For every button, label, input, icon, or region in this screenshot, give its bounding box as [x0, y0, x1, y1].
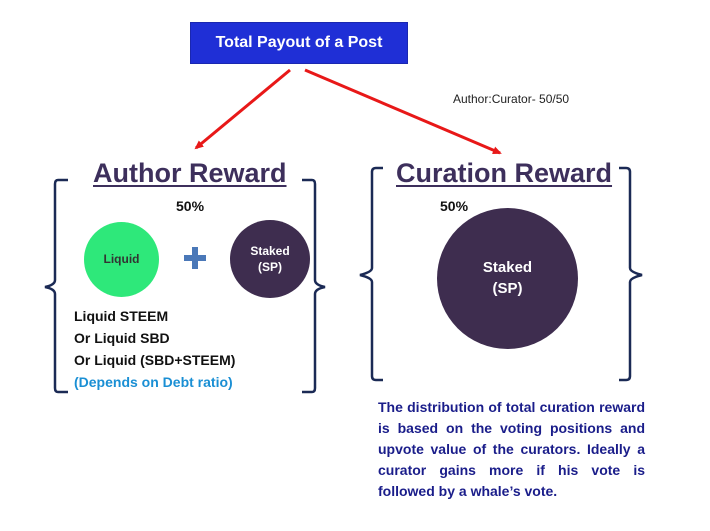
debt-ratio-note: (Depends on Debt ratio) [74, 374, 233, 390]
liquid-label: Liquid [103, 252, 140, 267]
arrow-to-author-reward [194, 68, 291, 150]
author-staked-label: Staked [250, 243, 290, 258]
option-liquid-sbd-steem: Or Liquid (SBD+STEEM) [74, 352, 236, 368]
curation-staked-sp-label: (SP) [492, 279, 523, 297]
curation-staked-circle: Staked (SP) [437, 208, 578, 349]
author-staked-sp-label: (SP) [257, 260, 282, 274]
curation-percent: 50% [440, 198, 469, 214]
liquid-circle: Liquid [84, 222, 159, 297]
curation-reward-heading: Curation Reward [396, 158, 613, 188]
plus-icon [184, 247, 206, 269]
author-reward-heading: Author Reward [93, 158, 287, 188]
option-liquid-sbd: Or Liquid SBD [74, 330, 170, 346]
author-right-bracket [302, 178, 326, 394]
option-liquid-steem: Liquid STEEM [74, 308, 169, 324]
curation-left-bracket [359, 166, 383, 382]
author-curator-ratio: Author:Curator- 50/50 [453, 92, 570, 106]
curation-description: The distribution of total curation rewar… [378, 399, 645, 499]
curation-right-bracket [619, 166, 643, 382]
author-left-bracket [44, 178, 68, 394]
author-staked-circle: Staked (SP) [230, 220, 310, 298]
author-percent: 50% [176, 198, 205, 214]
total-payout-label: Total Payout of a Post [215, 34, 383, 51]
curation-staked-label: Staked [482, 259, 533, 277]
total-payout-box: Total Payout of a Post [190, 22, 408, 64]
arrow-to-curation-reward [304, 68, 502, 155]
